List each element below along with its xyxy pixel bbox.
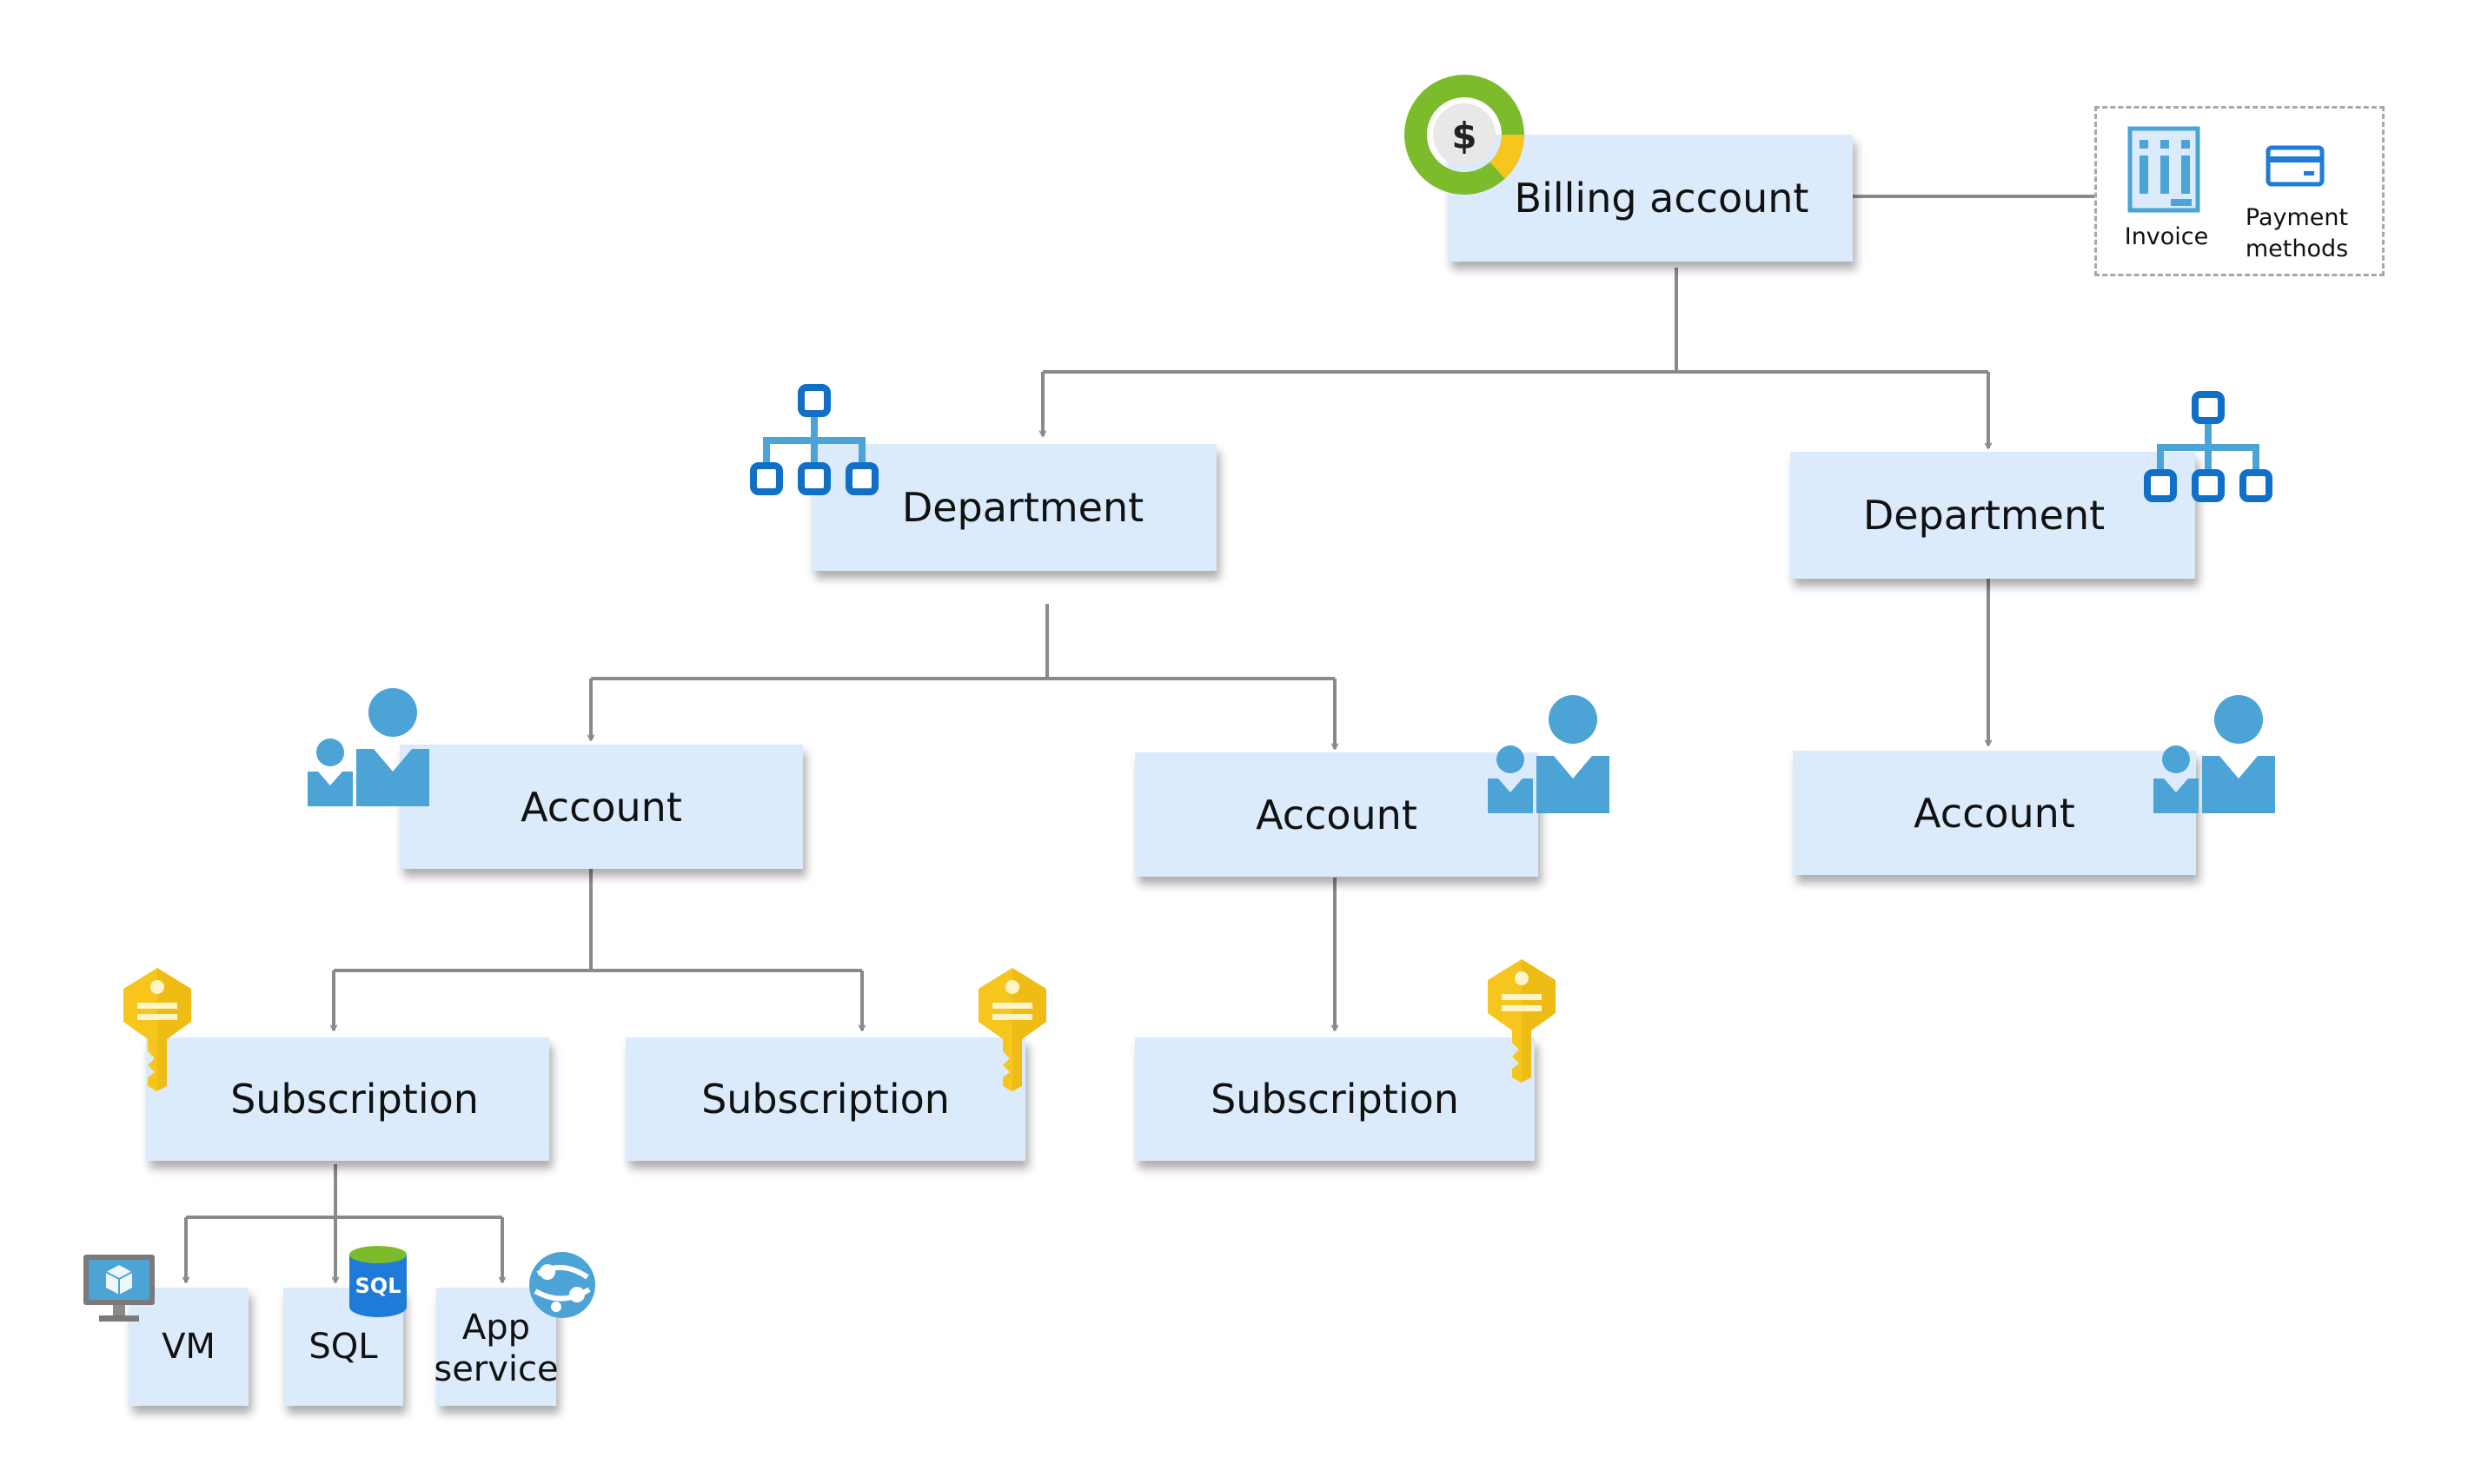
invoice-label: Invoice bbox=[2124, 223, 2209, 250]
sql-database-icon: SQL bbox=[349, 1246, 407, 1317]
account-users-icon-1 bbox=[308, 688, 429, 806]
billing-documents-legend: Invoice Payment methods bbox=[2094, 106, 2385, 276]
subscription-key-icon-2 bbox=[979, 968, 1046, 1091]
account-box-1: Account bbox=[400, 745, 803, 869]
subscription-label-2: Subscription bbox=[701, 1076, 950, 1123]
payment-methods-label: Payment methods bbox=[2245, 204, 2349, 262]
department-icon-2 bbox=[2144, 391, 2272, 502]
department-box-1: Department bbox=[812, 444, 1217, 571]
department-box-2: Department bbox=[1790, 452, 2195, 579]
dollar-sign-text: $ bbox=[1451, 115, 1476, 157]
subscription-box-1: Subscription bbox=[146, 1037, 549, 1161]
billing-account-label: Billing account bbox=[1514, 175, 1809, 222]
subscription-label-1: Subscription bbox=[230, 1076, 479, 1123]
invoice-icon bbox=[2127, 126, 2200, 213]
app-service-globe-icon bbox=[529, 1252, 595, 1318]
vm-label: VM bbox=[162, 1327, 216, 1367]
account-label-2: Account bbox=[1256, 791, 1417, 838]
virtual-machine-icon bbox=[83, 1255, 155, 1322]
app-service-label: App service bbox=[434, 1308, 559, 1389]
department-icon-1 bbox=[750, 384, 879, 495]
vm-resource-box: VM bbox=[129, 1288, 249, 1406]
account-box-2: Account bbox=[1135, 752, 1538, 877]
department-label-1: Department bbox=[901, 484, 1144, 531]
account-box-3: Account bbox=[1793, 751, 2196, 875]
sql-label: SQL bbox=[308, 1327, 378, 1367]
billing-dollar-icon: $ bbox=[1404, 75, 1524, 195]
subscription-key-icon-1 bbox=[123, 968, 191, 1091]
sql-badge-text: SQL bbox=[355, 1274, 401, 1298]
app-service-resource-box: App service bbox=[434, 1288, 559, 1406]
account-users-icon-3 bbox=[2153, 695, 2275, 813]
account-users-icon-2 bbox=[1488, 695, 1609, 813]
payment-methods-icon bbox=[2266, 145, 2325, 187]
subscription-key-icon-3 bbox=[1488, 959, 1556, 1083]
subscription-label-3: Subscription bbox=[1211, 1076, 1459, 1123]
subscription-box-3: Subscription bbox=[1135, 1037, 1535, 1161]
account-label-3: Account bbox=[1914, 789, 2075, 837]
subscription-box-2: Subscription bbox=[626, 1037, 1025, 1161]
department-label-2: Department bbox=[1862, 492, 2106, 539]
account-label-1: Account bbox=[521, 783, 682, 831]
